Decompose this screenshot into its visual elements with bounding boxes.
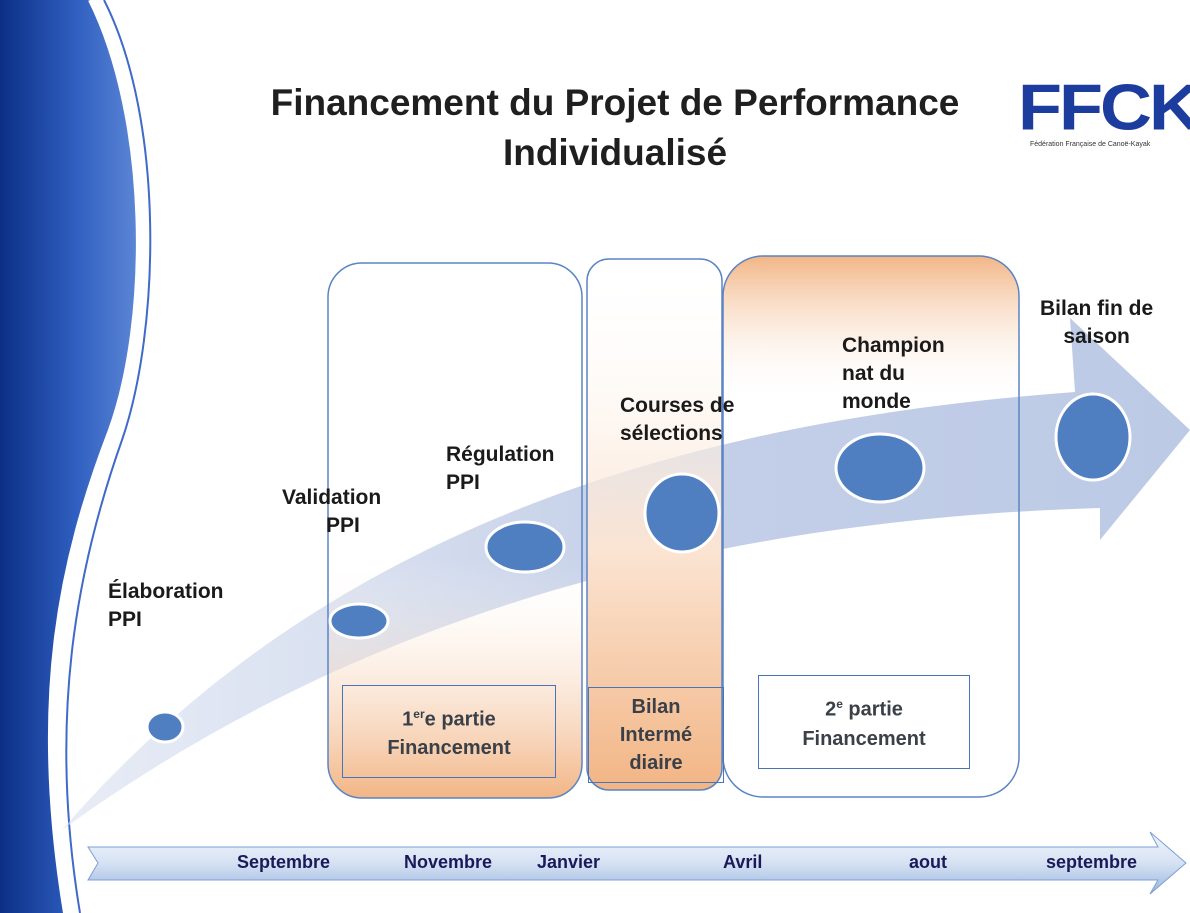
milestone-bilan-fin-line1: Bilan fin de: [1040, 297, 1154, 320]
milestone-courses-line2: sélections: [620, 422, 723, 445]
node-bilan-fin: [1054, 392, 1132, 482]
page-title: Financement du Projet de Performance Ind…: [200, 78, 1030, 178]
phase-first-line1: 1ere partie: [387, 700, 510, 735]
timeline-arrow: [87, 831, 1187, 895]
milestone-courses: Courses de sélections: [620, 392, 734, 448]
month-avril: Avril: [723, 852, 763, 872]
milestone-validation-line2: PPI: [326, 514, 360, 537]
node-championnat: [834, 432, 926, 504]
ffck-logo: FFCK: [1018, 72, 1190, 144]
node-validation: [328, 602, 390, 640]
milestone-regulation: Régulation PPI: [446, 441, 555, 497]
milestone-validation-line1: Validation: [282, 486, 382, 509]
phase-second-number: 2: [825, 698, 837, 721]
left-wave-highlight: [47, 0, 140, 913]
phase-bilan-line3: diaire: [629, 752, 683, 774]
title-line-2: Individualisé: [502, 132, 728, 173]
phase-bilan-line1: Bilan: [631, 696, 681, 718]
node-elaboration: [145, 710, 185, 744]
milestone-regulation-line2: PPI: [446, 471, 480, 494]
milestone-championnat: Champion nat du monde: [842, 332, 945, 416]
node-courses: [643, 472, 721, 554]
node-regulation: [484, 520, 566, 574]
milestone-bilan-fin: Bilan fin de saison: [1040, 295, 1153, 351]
phase-second-superscript: e: [836, 697, 843, 712]
milestone-courses-line1: Courses de: [620, 394, 735, 417]
ffck-logo-subtitle: Fédération Française de Canoë-Kayak: [1030, 141, 1151, 148]
milestone-validation: Validation PPI: [282, 484, 381, 540]
month-janvier: Janvier: [537, 852, 601, 872]
milestone-elaboration: Élaboration PPI: [108, 578, 224, 634]
month-septembre: Septembre: [237, 852, 331, 872]
milestone-elaboration-line2: PPI: [108, 608, 142, 631]
left-wave-decoration: [0, 0, 138, 913]
milestone-regulation-line1: Régulation: [446, 443, 555, 466]
milestone-championnat-line1: Champion: [842, 334, 945, 357]
milestone-championnat-line3: monde: [842, 390, 911, 413]
phase-second-financement: 2e partie Financement: [758, 675, 970, 769]
month-aout: aout: [909, 852, 947, 872]
phase-first-financement: 1ere partie Financement: [342, 685, 556, 778]
phase-first-line2: Financement: [387, 737, 511, 760]
milestone-championnat-line2: nat du: [842, 362, 905, 385]
month-novembre: Novembre: [404, 852, 493, 872]
phase-first-number: 1: [402, 708, 414, 731]
phase-bilan-intermediaire: Bilan Intermé diaire: [588, 687, 724, 783]
phase-second-line2: Financement: [802, 727, 926, 750]
left-wave-line: [65, 0, 152, 913]
phase-first-superscript: er: [413, 706, 425, 721]
phase-frame-second: [722, 255, 1020, 798]
milestone-bilan-fin-line2: saison: [1063, 325, 1130, 348]
phase-frame-first: [327, 262, 583, 799]
phase-second-line1: 2e partie: [802, 690, 925, 725]
month-septembre-end: septembre: [1046, 852, 1138, 872]
milestone-elaboration-line1: Élaboration: [108, 580, 224, 603]
phase-second-partie: partie: [842, 698, 903, 721]
title-line-1: Financement du Projet de Performance: [270, 82, 960, 123]
phase-first-partie: e partie: [424, 708, 496, 731]
phase-bilan-line2: Intermé: [619, 724, 693, 746]
